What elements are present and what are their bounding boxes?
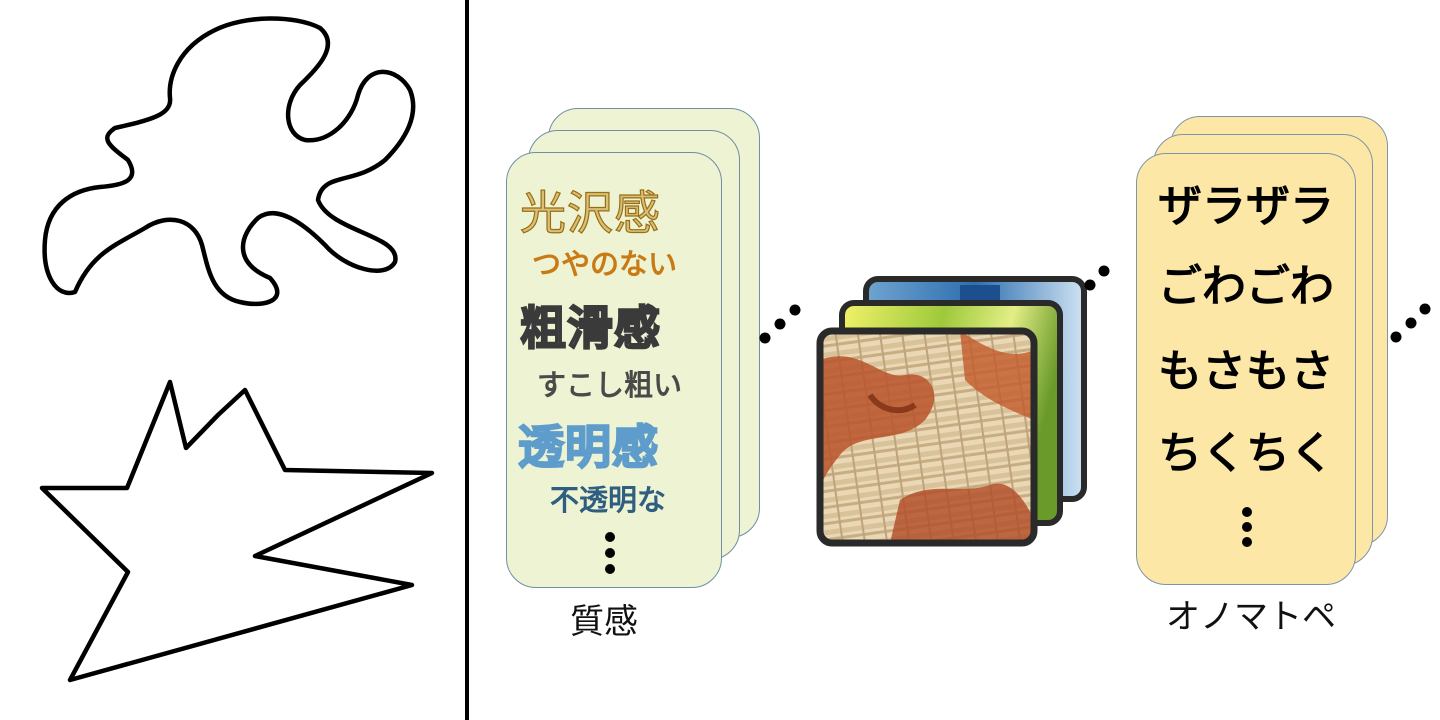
texture-term-transparency: 透明感 [517,420,659,474]
texture-sub-roughness: すこし粗い [537,368,683,402]
panel-divider [465,0,469,720]
onomatopoeia-word-2: ごわごわ [1158,261,1334,312]
woven-fabric-image [820,331,1034,543]
texture-card-front [506,152,722,588]
texture-sub-gloss: つやのない [532,247,678,281]
onomatopoeia-caption: オノマトペ [1166,597,1336,637]
rounded-blob-shape [42,16,416,307]
texture-term-gloss: 光沢感 [519,186,661,240]
onomatopoeia-word-1: ザラザラ [1158,181,1334,232]
texture-caption: 質感 [570,602,638,642]
spiky-star-shape [39,379,435,683]
texture-term-roughness: 粗滑感 [519,301,661,355]
texture-sub-transparency: 不透明な [550,483,667,517]
onomatopoeia-word-3: もさもさ [1158,346,1334,397]
onomatopoeia-word-4: ちくちく [1158,428,1334,479]
